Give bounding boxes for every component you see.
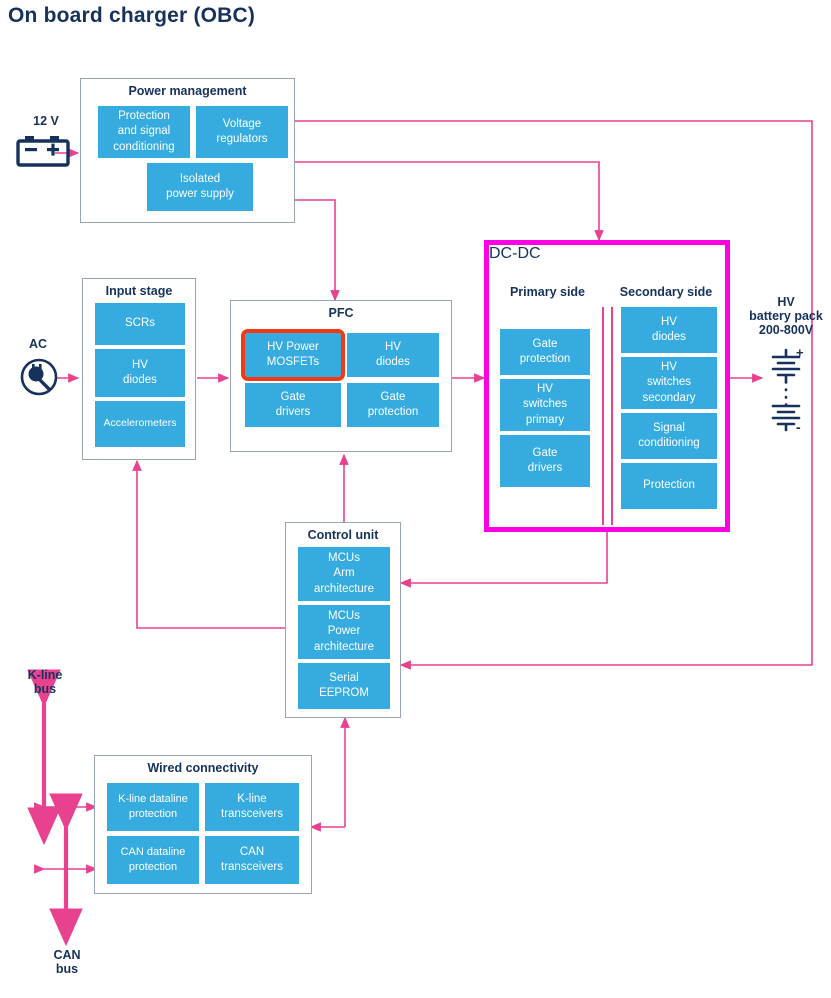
svg-text:+: + (796, 348, 804, 360)
block-scrs[interactable]: SCRs (95, 303, 185, 345)
dc-input-label: 12 V (33, 114, 59, 128)
group-pfc[interactable]: PFC HV Power MOSFETs HV diodes Gate driv… (230, 300, 452, 452)
can-bus-label: CAN bus (53, 948, 81, 976)
block-hv-switches-secondary[interactable]: HV switches secondary (621, 357, 717, 409)
block-accelerometers[interactable]: Accelerometers (95, 401, 185, 447)
group-power-management[interactable]: Power management Protection and signal c… (80, 78, 295, 223)
wire-control-unit-to-input-stage (132, 459, 285, 629)
block-protection-secondary[interactable]: Protection (621, 463, 717, 509)
group-control-unit[interactable]: Control unit MCUs Arm architecture MCUs … (285, 522, 401, 718)
block-hv-power-mosfets[interactable]: HV Power MOSFETs (241, 329, 345, 381)
svg-text:-: - (796, 419, 801, 435)
block-protection-and-signal-conditioning[interactable]: Protection and signal conditioning (98, 106, 190, 158)
block-hv-diodes-pfc[interactable]: HV diodes (347, 333, 439, 377)
group-dc-dc[interactable]: DC-DC Primary side Secondary side Gate p… (484, 240, 730, 532)
block-gate-drivers-primary[interactable]: Gate drivers (500, 435, 590, 487)
wire-dcdc-to-control-unit (399, 532, 608, 588)
group-title-pfc: PFC (328, 306, 354, 320)
hv-battery-stack-icon: + - (771, 348, 804, 435)
block-mcus-arm-architecture[interactable]: MCUs Arm architecture (298, 547, 390, 601)
wire-power-management-to-dcdc (295, 161, 604, 242)
block-hv-diodes-input[interactable]: HV diodes (95, 349, 185, 397)
wire-power-management-to-pfc (295, 199, 340, 302)
block-hv-diodes-secondary[interactable]: HV diodes (621, 307, 717, 353)
isolation-barrier-line-2 (611, 307, 613, 525)
block-serial-eeprom[interactable]: Serial EEPROM (298, 663, 390, 709)
group-title-control-unit: Control unit (307, 528, 379, 542)
group-title-input-stage: Input stage (105, 284, 173, 298)
block-hv-switches-primary[interactable]: HV switches primary (500, 379, 590, 431)
subtitle-secondary-side: Secondary side (619, 285, 713, 299)
kline-bus-label: K-line bus (27, 668, 63, 696)
block-gate-drivers-pfc[interactable]: Gate drivers (245, 383, 341, 427)
ac-input-label: AC (28, 337, 48, 351)
block-isolated-power-supply[interactable]: Isolated power supply (147, 163, 253, 211)
isolation-barrier-line-1 (602, 307, 604, 525)
block-kline-dataline-protection[interactable]: K-line dataline protection (107, 783, 199, 831)
group-title-power-management: Power management (128, 84, 247, 98)
group-wired-connectivity[interactable]: Wired connectivity K-line dataline prote… (94, 755, 312, 894)
subtitle-primary-side: Primary side (509, 285, 586, 299)
block-can-transceivers[interactable]: CAN transceivers (205, 836, 299, 884)
block-gate-protection-pfc[interactable]: Gate protection (347, 383, 439, 427)
group-title-dc-dc: DC-DC (489, 245, 541, 262)
group-title-wired-connectivity: Wired connectivity (147, 761, 259, 775)
block-can-dataline-protection[interactable]: CAN dataline protection (107, 836, 199, 884)
block-gate-protection-primary[interactable]: Gate protection (500, 329, 590, 375)
ac-plug-icon (20, 358, 58, 396)
group-input-stage[interactable]: Input stage SCRs HV diodes Accelerometer… (82, 278, 196, 460)
block-mcus-power-architecture[interactable]: MCUs Power architecture (298, 605, 390, 659)
hv-output-label: HV battery pack 200-800V (749, 295, 823, 337)
battery-12v-icon (16, 136, 70, 167)
page-title: On board charger (OBC) (8, 4, 256, 27)
block-signal-conditioning-secondary[interactable]: Signal conditioning (621, 413, 717, 459)
block-voltage-regulators[interactable]: Voltage regulators (196, 106, 288, 158)
block-kline-transceivers[interactable]: K-line transceivers (205, 783, 299, 831)
